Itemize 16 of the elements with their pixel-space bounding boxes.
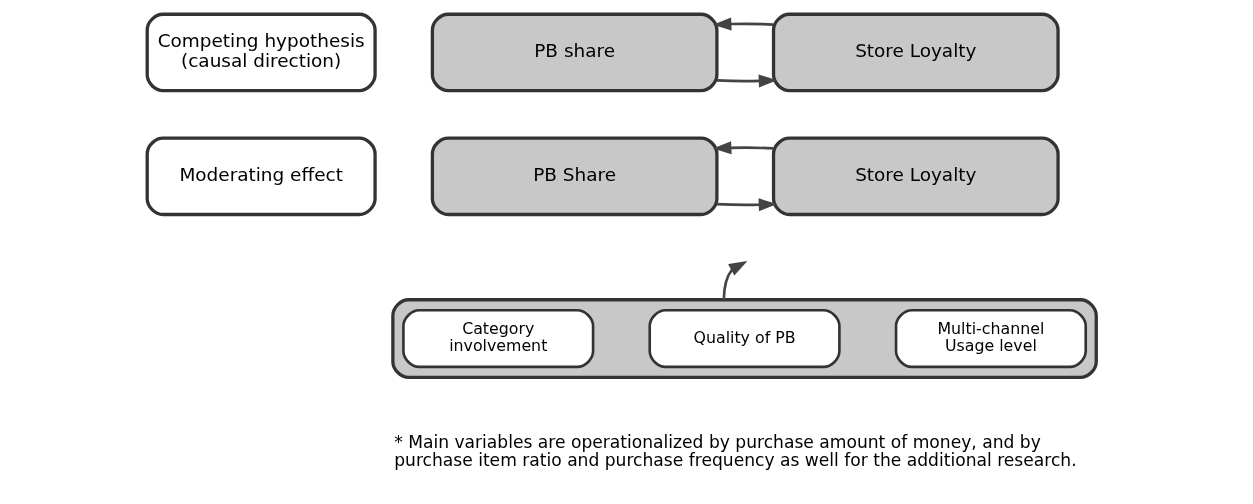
arrow	[712, 17, 773, 30]
arrow	[722, 260, 747, 300]
cluster	[390, 297, 1098, 379]
node-box: Quality of PB	[647, 308, 841, 368]
label: * Main variables are operationalized by purchase amount of money, and by purchase item ratio and purchase frequency as well for the additional research.	[393, 431, 1077, 470]
node-box: Moderating effect	[145, 135, 377, 216]
arrow	[716, 74, 777, 87]
node-box: Multi-channel Usage level	[894, 308, 1087, 368]
node-box: Category involvement	[401, 308, 594, 368]
arrow	[716, 197, 777, 211]
node-box: Store Loyalty	[771, 135, 1060, 216]
node-box: Competing hypothesis (causal direction)	[145, 12, 377, 92]
node-box: PB Share	[430, 135, 719, 216]
node-box: Store Loyalty	[771, 12, 1060, 92]
node-box: PB share	[430, 12, 719, 92]
arrow	[712, 140, 773, 154]
